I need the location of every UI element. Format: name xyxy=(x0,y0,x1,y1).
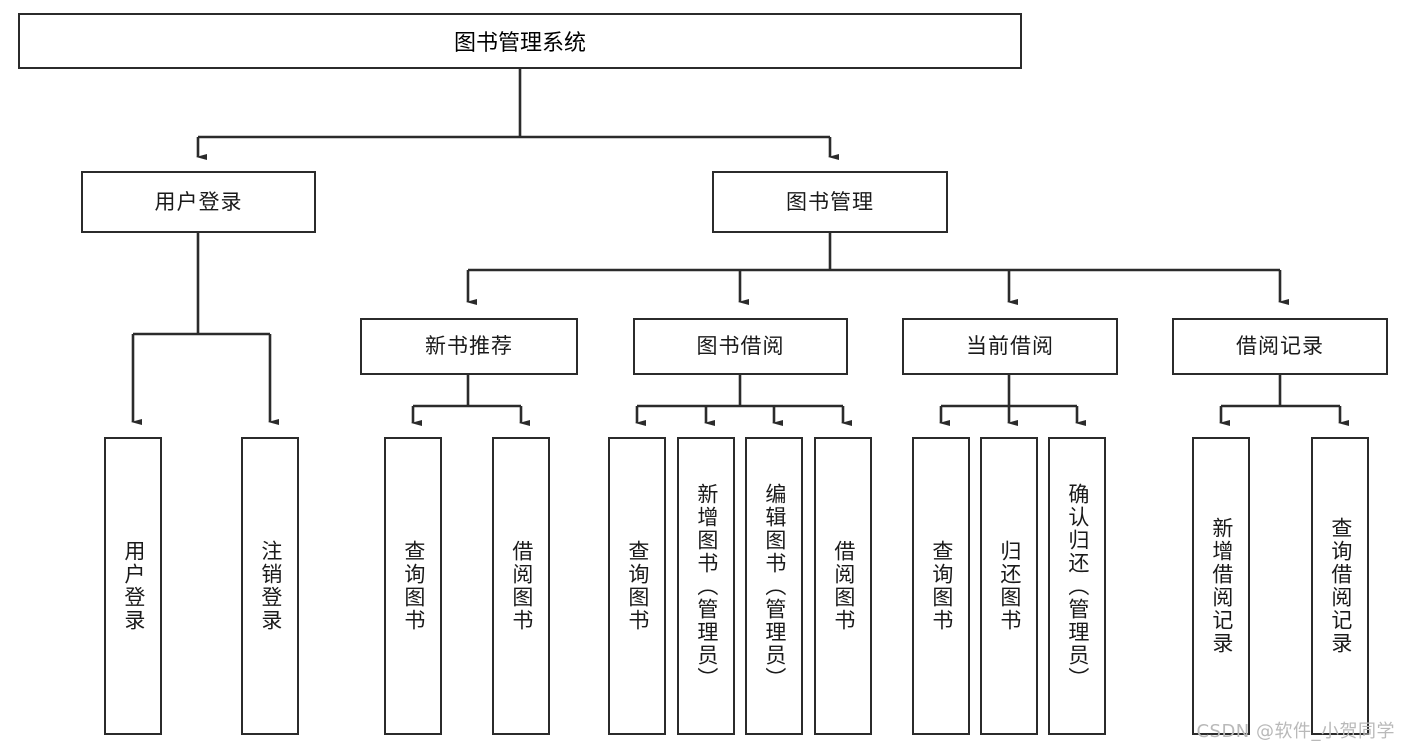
leaf-label: 借阅图书 xyxy=(509,540,534,632)
leaf-label: 新增图书（管理员） xyxy=(694,482,719,690)
leaf-borrow-borrow-book[interactable]: 借阅图书 xyxy=(814,437,872,735)
leaf-label: 查询图书 xyxy=(625,540,650,632)
leaf-new-book-borrow[interactable]: 借阅图书 xyxy=(492,437,550,735)
leaf-current-query-book[interactable]: 查询图书 xyxy=(912,437,970,735)
leaf-label: 查询借阅记录 xyxy=(1328,517,1353,655)
leaf-current-confirm-return-admin[interactable]: 确认归还（管理员） xyxy=(1048,437,1106,735)
leaf-user-login-signin[interactable]: 用户登录 xyxy=(104,437,162,735)
leaf-current-return-book[interactable]: 归还图书 xyxy=(980,437,1038,735)
leaf-label: 查询图书 xyxy=(929,540,954,632)
leaf-borrow-query-book[interactable]: 查询图书 xyxy=(608,437,666,735)
leaf-label: 借阅图书 xyxy=(831,540,856,632)
leaf-new-book-query[interactable]: 查询图书 xyxy=(384,437,442,735)
node-new-book-recommend[interactable]: 新书推荐 xyxy=(360,318,578,375)
leaf-borrow-edit-book-admin[interactable]: 编辑图书（管理员） xyxy=(745,437,803,735)
leaf-label: 新增借阅记录 xyxy=(1209,517,1234,655)
leaf-label: 注销登录 xyxy=(258,540,283,632)
leaf-record-query-borrow-record[interactable]: 查询借阅记录 xyxy=(1311,437,1369,735)
watermark-text: CSDN @软件_小贺同学 xyxy=(1196,721,1395,742)
leaf-label: 编辑图书（管理员） xyxy=(762,482,787,690)
node-book-borrow[interactable]: 图书借阅 xyxy=(633,318,848,375)
node-user-login[interactable]: 用户登录 xyxy=(81,171,316,233)
node-borrow-record[interactable]: 借阅记录 xyxy=(1172,318,1388,375)
leaf-label: 归还图书 xyxy=(997,540,1022,632)
node-current-borrow[interactable]: 当前借阅 xyxy=(902,318,1118,375)
node-book-management[interactable]: 图书管理 xyxy=(712,171,948,233)
leaf-label: 确认归还（管理员） xyxy=(1065,482,1090,690)
node-root-system[interactable]: 图书管理系统 xyxy=(18,13,1022,69)
leaf-user-login-logout[interactable]: 注销登录 xyxy=(241,437,299,735)
leaf-label: 查询图书 xyxy=(401,540,426,632)
leaf-record-add-borrow-record[interactable]: 新增借阅记录 xyxy=(1192,437,1250,735)
leaf-label: 用户登录 xyxy=(121,540,146,632)
leaf-borrow-add-book-admin[interactable]: 新增图书（管理员） xyxy=(677,437,735,735)
